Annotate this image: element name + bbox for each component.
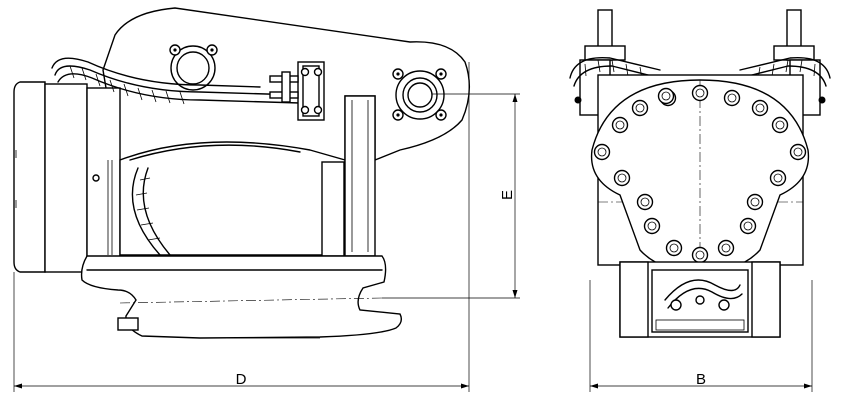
- bolt-head: [769, 169, 787, 187]
- upper-flange: [169, 44, 218, 91]
- side-view: [13, 7, 470, 339]
- bolt-inner: [695, 88, 705, 98]
- bolt-head: [631, 99, 649, 117]
- dimension-lines: [13, 62, 813, 392]
- bolt-inner: [750, 197, 760, 207]
- bolt-head: [691, 246, 709, 264]
- base-plate: [80, 255, 403, 339]
- bolt-head: [611, 116, 629, 134]
- bolt-inner: [640, 197, 650, 207]
- flange-bolts: [593, 84, 807, 264]
- bolt-head: [636, 193, 654, 211]
- bolt-inner: [727, 93, 737, 103]
- bolt-head: [771, 116, 789, 134]
- bolt-inner: [597, 147, 607, 157]
- motor-housing: [13, 81, 46, 273]
- bolt-inner: [647, 221, 657, 231]
- dimension-e-label: E: [499, 190, 516, 200]
- bolt-head: [593, 143, 611, 161]
- bolt-head: [657, 87, 675, 105]
- bolt-inner: [617, 173, 627, 183]
- front-view: [569, 9, 831, 338]
- pivot-flange: [392, 68, 447, 121]
- dimension-b-label: B: [696, 371, 706, 388]
- bolt-head: [613, 169, 631, 187]
- bolt-head: [746, 193, 764, 211]
- main-body: [86, 87, 121, 261]
- front-hoses: [569, 56, 831, 87]
- bolt-inner: [721, 243, 731, 253]
- bolt-head: [751, 99, 769, 117]
- bolt-inner: [755, 103, 765, 113]
- valve-block: [269, 61, 325, 121]
- right-column: [344, 95, 376, 257]
- bolt-head: [723, 89, 741, 107]
- bolt-inner: [695, 250, 705, 260]
- bolt-inner: [635, 103, 645, 113]
- bolt-inner: [615, 120, 625, 130]
- bolt-head: [665, 239, 683, 257]
- bolt-inner: [793, 147, 803, 157]
- side-hoses: [51, 57, 301, 105]
- dimension-d-label: D: [236, 371, 247, 388]
- bolt-head: [691, 84, 709, 102]
- bolt-inner: [669, 243, 679, 253]
- bolt-head: [717, 239, 735, 257]
- bolt-head: [789, 143, 807, 161]
- bolt-head: [739, 217, 757, 235]
- bolt-inner: [743, 221, 753, 231]
- bolt-inner: [661, 91, 671, 101]
- bolt-inner: [773, 173, 783, 183]
- bolt-inner: [775, 120, 785, 130]
- bolt-head: [643, 217, 661, 235]
